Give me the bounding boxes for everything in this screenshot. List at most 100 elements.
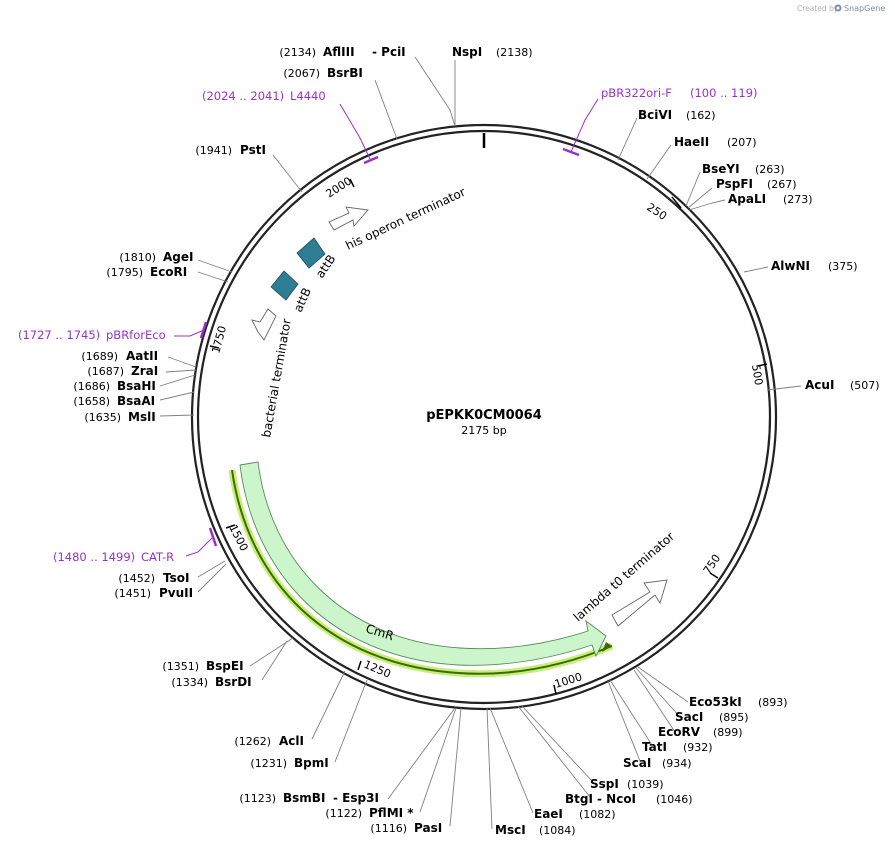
cmr-cds-arrow [239,461,607,666]
feature-attb-2[interactable]: attB [270,270,314,315]
feature-cmr[interactable]: CmR [228,461,614,678]
enzyme-bsrDI-pos: (1334) [171,676,208,689]
primer-l4440-label: L4440 [290,89,326,103]
enzyme-apaLI-pos: (273) [783,193,813,206]
enzyme-tsoI-pos: (1452) [118,572,155,585]
enzyme-alwNI-pos: (375) [828,260,858,273]
enzyme-bseYI-label[interactable]: BseYI [702,162,740,176]
primer-cat-r[interactable]: (1480 .. 1499) CAT-R [53,527,218,564]
tick-label-500: 500 [749,363,765,386]
feature-attb-1[interactable]: attB [296,237,338,281]
enzyme-bsaHI-pos: (1686) [73,380,110,393]
enzyme-sacI-label[interactable]: SacI [675,710,703,724]
enzyme-sacI-pos: (895) [719,711,749,724]
feature-his-operon-label: his operon terminator [343,185,467,253]
enzyme-apaLI-label[interactable]: ApaLI [728,192,766,206]
enzyme-bsrDI-label[interactable]: BsrDI [215,675,252,689]
enzyme-aatII-label[interactable]: AatII [126,349,158,363]
enzyme-scaI-label[interactable]: ScaI [623,756,651,770]
credit-prefix: Created by [797,4,839,13]
enzyme-pspFI-label[interactable]: PspFI [716,177,753,191]
feature-bacterial-terminator[interactable]: bacterial terminator [251,308,294,439]
plasmid-backbone [190,123,778,711]
primer-pbrforeco-range: (1727 .. 1745) [18,328,100,342]
enzyme-haeII-label[interactable]: HaeII [674,135,709,149]
enzyme-nspI-pos: (2138) [496,46,533,59]
feature-lambda-t0-terminator[interactable]: lambda t0 terminator [571,529,677,627]
enzyme-sspI-label[interactable]: SspI [590,777,619,791]
enzyme-bsaAI-label[interactable]: BsaAI [117,394,155,408]
enzyme-tsoI-label[interactable]: TsoI [163,571,189,585]
enzyme-bsmBI-label[interactable]: BsmBI [283,791,325,805]
enzyme-mscI-label[interactable]: MscI [495,823,526,837]
bacterial-terminator-arrow [251,308,277,341]
plasmid-length: 2175 bp [461,424,506,437]
enzyme-eaeI-pos: (1082) [579,808,616,821]
cmr-orf-line [231,469,613,675]
enzyme-pflMI-label[interactable]: PflMI * [369,806,414,820]
enzyme-aatII-pos: (1689) [81,350,118,363]
enzyme-bspEI-pos: (1351) [162,660,199,673]
enzyme-bpmI-label[interactable]: BpmI [294,756,329,770]
attb-1-box [296,237,326,269]
enzyme-bseYI-pos: (263) [755,163,785,176]
enzyme-ageI-label[interactable]: AgeI [163,250,193,264]
primer-pbrforeco-label: pBRforEco [106,328,166,342]
feature-attb-2-label: attB [291,286,314,315]
enzyme-ecoRI-pos: (1795) [106,266,143,279]
enzyme-btgI-label[interactable]: BtgI [565,792,593,806]
enzyme-acuI-label[interactable]: AcuI [805,378,834,392]
enzyme-bciVI-pos: (162) [686,109,716,122]
enzyme-pstI-pos: (1941) [195,144,232,157]
enzyme-bsrBI-pos: (2067) [283,67,320,80]
primer-l4440[interactable]: (2024 .. 2041) L4440 [202,89,379,165]
enzyme-aclI-label[interactable]: AclI [279,734,304,748]
enzyme-tatI-pos: (932) [683,741,713,754]
primer-pbrforeco[interactable]: (1727 .. 1745) pBRforEco [18,321,208,342]
feature-his-operon-terminator[interactable]: his operon terminator [328,185,468,253]
enzyme-pciI-label[interactable]: - PciI [372,45,406,59]
enzyme-aflIII-label[interactable]: AflIII [323,45,355,59]
enzyme-bspEI-label[interactable]: BspEI [206,659,244,673]
enzyme-bsmBI-pos: (1123) [239,792,276,805]
enzyme-haeII-pos: (207) [727,136,757,149]
tick-label-750: 750 [701,552,724,577]
enzyme-leader-lines [159,56,802,830]
enzyme-tatI-label[interactable]: TatI [642,740,667,754]
enzyme-pasI-pos: (1116) [370,822,407,835]
enzyme-mslI-pos: (1635) [84,411,121,424]
enzyme-labels: (2134) AflIII - PciI NspI (2138) (2067) … [73,45,879,837]
attb-2-box [270,270,299,301]
enzyme-esp3I-label[interactable]: - Esp3I [333,791,379,805]
enzyme-mslI-label[interactable]: MslI [128,410,156,424]
enzyme-ecoRI-label[interactable]: EcoRI [150,265,187,279]
enzyme-eco53kI-label[interactable]: Eco53kI [689,695,742,709]
cmr-orf-arrowhead [602,642,612,652]
primer-l4440-range: (2024 .. 2041) [202,89,284,103]
primer-pbr322ori-f[interactable]: pBR322ori-F (100 .. 119) [562,86,758,157]
enzyme-alwNI-label[interactable]: AlwNI [771,259,810,273]
enzyme-aflIII-pos: (2134) [279,46,316,59]
enzyme-bsaAI-pos: (1658) [73,395,110,408]
enzyme-ncoI-label[interactable]: - NcoI [597,792,636,806]
enzyme-pasI-label[interactable]: PasI [414,821,442,835]
enzyme-bciVI-label[interactable]: BciVI [638,108,672,122]
his-terminator-arrow [328,206,369,231]
snapgene-logo-icon [834,4,842,12]
enzyme-pvuII-label[interactable]: PvuII [159,586,193,600]
enzyme-eaeI-label[interactable]: EaeI [534,807,563,821]
enzyme-nspI-label[interactable]: NspI [452,45,482,59]
enzyme-zraI-label[interactable]: ZraI [131,364,158,378]
enzyme-ecoRV-label[interactable]: EcoRV [658,725,701,739]
primer-pbr322ori-f-range: (100 .. 119) [690,86,758,100]
enzyme-pvuII-pos: (1451) [114,587,151,600]
enzyme-bsaHI-label[interactable]: BsaHI [117,379,156,393]
enzyme-bpmI-pos: (1231) [250,757,287,770]
enzyme-btgI-pos: (1046) [656,793,693,806]
enzyme-pstI-label[interactable]: PstI [240,143,266,157]
plasmid-name: pEPKK0CM0064 [426,408,542,423]
ruler-ticks [209,178,768,695]
enzyme-bsrBI-label[interactable]: BsrBI [327,66,363,80]
